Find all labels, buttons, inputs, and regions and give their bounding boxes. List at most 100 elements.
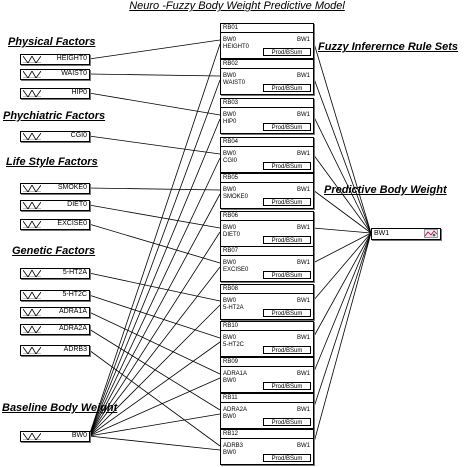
- rule-input-2: WAIST0: [223, 80, 246, 86]
- rule-id: RB11: [221, 394, 313, 403]
- rule-operator: Prod/BSum: [263, 123, 311, 131]
- membership-function-icon: [23, 347, 41, 354]
- connection-line: [88, 328, 221, 411]
- connection-line: [88, 266, 221, 437]
- connection-line: [312, 227, 372, 234]
- membership-function-icon: [23, 221, 41, 228]
- rule-operator: Prod/BSum: [263, 309, 311, 317]
- output-label: BW1: [374, 230, 390, 237]
- connection-line: [312, 189, 372, 234]
- rule-id: RB01: [221, 24, 313, 33]
- group-label-psychiatric: Phychiatric Factors: [3, 110, 106, 122]
- input-block-smoke0[interactable]: SMOKE0: [20, 183, 90, 194]
- membership-function-icon: [23, 133, 41, 140]
- connection-line: [88, 135, 221, 155]
- connection-line: [88, 187, 221, 191]
- rule-output: BW1: [296, 73, 310, 79]
- connection-line: [312, 232, 372, 447]
- rule-input-2: BW0: [223, 414, 237, 420]
- input-label: BW0: [71, 432, 87, 439]
- input-label: HIP0: [71, 89, 87, 96]
- connection-line: [88, 157, 221, 437]
- rule-output: BW1: [296, 443, 310, 449]
- membership-function-icon: [23, 185, 41, 192]
- connection-line: [312, 153, 372, 234]
- input-label: 5-HT2A: [62, 269, 87, 276]
- connection-line: [88, 92, 221, 116]
- rule-input-2: 5-HT2C: [223, 342, 245, 348]
- rule-input-2: 5-HT2A: [223, 305, 244, 311]
- connection-line: [88, 435, 221, 451]
- rule-input-1: ADRB3: [223, 443, 244, 449]
- input-label: HEIGHT0: [56, 55, 87, 62]
- input-label: ADRB3: [63, 346, 87, 353]
- input-block-diet0[interactable]: DIET0: [20, 200, 90, 211]
- rule-output: BW1: [296, 151, 310, 157]
- connection-line: [88, 39, 221, 60]
- rule-input-2: CGI0: [223, 158, 238, 164]
- rule-input-1: BW0: [223, 112, 237, 118]
- input-label: WAIST0: [61, 70, 87, 77]
- rule-operator: Prod/BSum: [263, 382, 311, 390]
- input-block-adra2a[interactable]: ADRA2A: [20, 324, 90, 335]
- input-label: CGI0: [70, 132, 87, 139]
- rule-input-2: SMOKE0: [223, 194, 249, 200]
- connection-line: [88, 311, 221, 375]
- group-label-physical: Physical Factors: [8, 36, 96, 48]
- connection-line: [88, 223, 221, 264]
- input-block-height0[interactable]: HEIGHT0: [20, 54, 90, 65]
- connection-line: [88, 204, 221, 229]
- rule-id: RB08: [221, 285, 313, 294]
- rule-operator: Prod/BSum: [263, 454, 311, 462]
- rule-input-2: BW0: [223, 378, 237, 384]
- input-block-hip0[interactable]: HIP0: [20, 88, 90, 99]
- connection-line: [88, 413, 221, 437]
- rule-output: BW1: [296, 225, 310, 231]
- rule-output: BW1: [296, 298, 310, 304]
- rule-input-1: BW0: [223, 225, 237, 231]
- input-block-waist0[interactable]: WAIST0: [20, 69, 90, 80]
- connection-line: [88, 118, 221, 437]
- input-block-adra1a[interactable]: ADRA1A: [20, 307, 90, 318]
- membership-function-icon: [23, 56, 41, 63]
- rule-input-1: BW0: [223, 298, 237, 304]
- input-block-bw0[interactable]: BW0: [20, 431, 90, 442]
- rule-id: RB05: [221, 174, 313, 183]
- output-graph-icon: [424, 229, 438, 238]
- rule-id: RB07: [221, 247, 313, 256]
- rule-operator: Prod/BSum: [263, 48, 311, 56]
- membership-function-icon: [23, 71, 41, 78]
- input-block-adrb3[interactable]: ADRB3: [20, 345, 90, 356]
- connection-line: [88, 231, 221, 437]
- input-block-excise0[interactable]: EXCISE0: [20, 219, 90, 230]
- rule-input-1: BW0: [223, 151, 237, 157]
- input-block-5-ht2c[interactable]: 5-HT2C: [20, 290, 90, 301]
- rule-id: RB06: [221, 212, 313, 221]
- connection-line: [88, 79, 221, 437]
- output-block-bw1[interactable]: BW1: [371, 228, 441, 240]
- connection-line: [312, 232, 372, 411]
- rule-output: BW1: [296, 335, 310, 341]
- input-block-cgi0[interactable]: CGI0: [20, 131, 90, 142]
- input-label: SMOKE0: [57, 184, 87, 191]
- rule-input-2: EXCISE0: [223, 267, 249, 273]
- rule-id: RB02: [221, 60, 313, 69]
- rule-operator: Prod/BSum: [263, 271, 311, 279]
- rule-input-1: BW0: [223, 335, 237, 341]
- input-block-5-ht2a[interactable]: 5-HT2A: [20, 268, 90, 279]
- connection-line: [312, 114, 372, 234]
- rule-id: RB09: [221, 358, 313, 367]
